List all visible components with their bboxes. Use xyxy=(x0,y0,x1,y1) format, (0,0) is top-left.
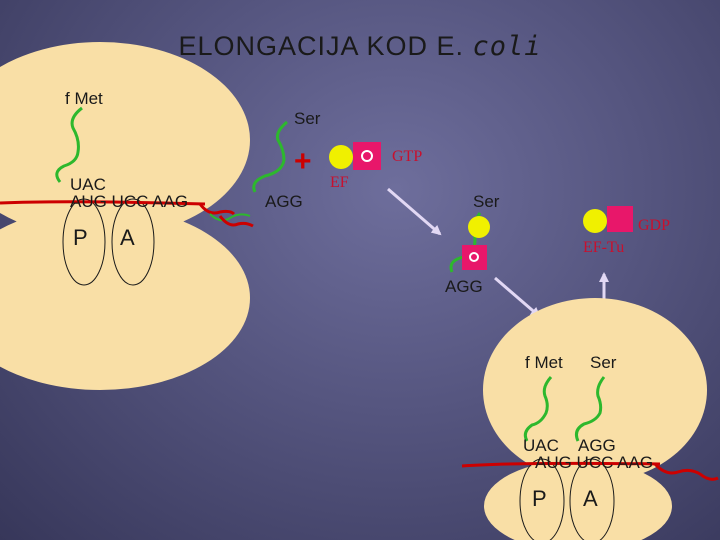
r1-site-p: P xyxy=(73,225,88,250)
complex-ser-label: Ser xyxy=(473,192,500,211)
r1-anticodon: UAC xyxy=(70,175,106,194)
complex-anticodon: AGG xyxy=(445,277,483,296)
ribosome-2-large-subunit xyxy=(483,298,707,482)
r2-anticodon-2: AGG xyxy=(578,436,616,455)
incoming-ser-label: Ser xyxy=(294,109,321,128)
ribosome-1-large-subunit xyxy=(0,42,250,238)
complex-ef-pink-subunit xyxy=(462,245,487,270)
ef-label: EF xyxy=(330,174,349,191)
ribosome-2-small-subunit xyxy=(484,460,672,540)
slide-title: ELONGACIJA KOD E. coli xyxy=(0,31,720,62)
r2-ser-label: Ser xyxy=(590,353,617,372)
ribosome-1-p-site xyxy=(62,198,106,286)
incoming-trna-ser xyxy=(252,120,288,193)
arrow-to-complex xyxy=(387,187,442,236)
ribosome-1-trna-fmet xyxy=(55,106,83,183)
ribosome-1-mrna-strand xyxy=(0,200,206,206)
incoming-trna-tail xyxy=(209,213,251,222)
complex-ef-binding-mark xyxy=(469,252,479,262)
complex-ef-yellow-subunit xyxy=(468,216,490,238)
ef-tu-label: EF-Tu xyxy=(583,239,625,256)
ribosome-2-p-site xyxy=(519,458,565,540)
ribosome-1 xyxy=(0,42,250,390)
r1-trna-label: f Met xyxy=(65,89,103,108)
r2-site-p: P xyxy=(532,486,547,511)
ef-yellow-subunit xyxy=(329,145,353,169)
incoming-trna-red-tail xyxy=(218,215,254,228)
ribosome-2-trna-fmet xyxy=(523,375,553,442)
ribosome-2-trna-ser xyxy=(575,376,606,442)
title-main: ELONGACIJA KOD E. xyxy=(178,31,465,61)
r1-mrna-codons: AUG UCC AAG xyxy=(70,192,189,211)
gtp-label: GTP xyxy=(392,148,423,165)
ribosome-2-mrna-strand xyxy=(461,461,661,468)
r2-anticodon-1: UAC xyxy=(523,436,559,455)
title-italic: coli xyxy=(472,31,542,62)
arrow-to-ribosome-2 xyxy=(494,276,541,318)
ef-gtp-binding-mark xyxy=(361,150,373,162)
ribosome-2-mrna-tail xyxy=(653,462,719,481)
r2-mrna-codons: AUG UCC AAG xyxy=(535,453,654,472)
ribosome-1-a-site xyxy=(111,198,155,286)
ribosome-1-small-subunit xyxy=(0,206,250,390)
ribosome-1-mrna-tail xyxy=(198,203,236,216)
plus-sign: + xyxy=(294,145,312,178)
ribosome-2-a-site xyxy=(569,458,615,540)
ribosome-2 xyxy=(461,298,719,540)
ef-pink-subunit xyxy=(353,142,381,170)
r1-site-a: A xyxy=(120,225,135,250)
r2-site-a: A xyxy=(583,486,598,511)
released-ef-pink-subunit xyxy=(607,206,633,232)
incoming-anticodon: AGG xyxy=(265,192,303,211)
gdp-label: GDP xyxy=(638,217,671,234)
released-ef-yellow-subunit xyxy=(583,209,607,233)
r2-fmet-label: f Met xyxy=(525,353,563,372)
